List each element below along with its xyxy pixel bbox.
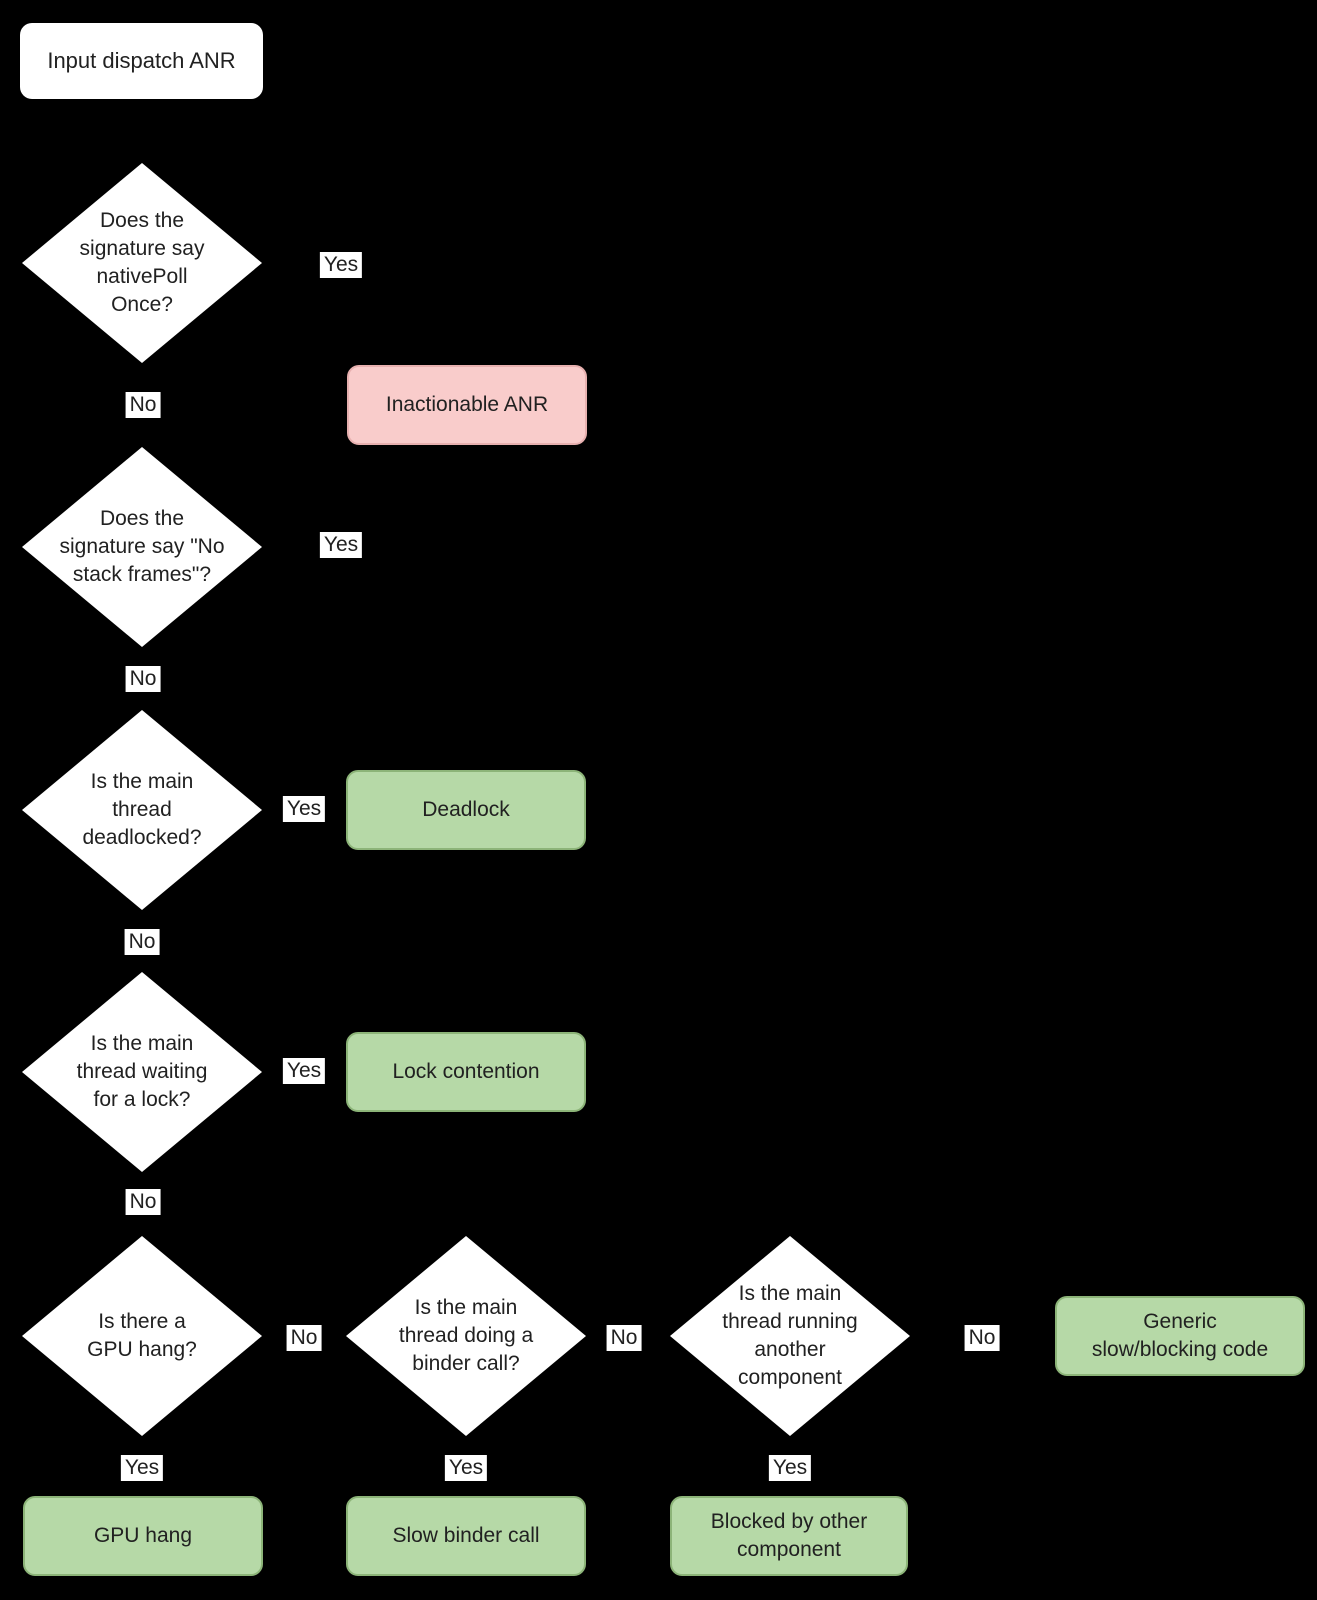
start-node-input-dispatch-anr: Input dispatch ANR xyxy=(20,23,263,99)
edge-label-no-no-stack-frames: No xyxy=(125,666,161,692)
outcome-deadlock: Deadlock xyxy=(346,770,586,850)
decision-gpu-hang: Is there a GPU hang? xyxy=(22,1236,262,1436)
outcome-lock-contention: Lock contention xyxy=(346,1032,586,1112)
decision-running-another-component: Is the main thread running another compo… xyxy=(670,1236,910,1436)
edge-label-no-native-poll: No xyxy=(125,392,161,418)
outcome-label: Generic slow/blocking code xyxy=(1091,1310,1269,1361)
decision-label: Is the main thread doing a binder call? xyxy=(398,1296,534,1375)
outcome-generic-slow-blocking-code: Generic slow/blocking code xyxy=(1055,1296,1305,1376)
decision-label: Is the main thread deadlocked? xyxy=(82,770,202,849)
edge-label-no-other-component: No xyxy=(964,1325,1000,1351)
decision-label: Is the main thread waiting for a lock? xyxy=(76,1032,208,1111)
outcome-label: Blocked by other component xyxy=(710,1510,868,1561)
decision-main-thread-deadlocked: Is the main thread deadlocked? xyxy=(22,710,262,910)
edge-label-yes-no-stack-frames: Yes xyxy=(319,532,363,558)
outcome-label: Lock contention xyxy=(392,1060,540,1083)
outcome-label: GPU hang xyxy=(93,1524,193,1547)
edge-label-yes-other-component: Yes xyxy=(768,1455,812,1481)
decision-native-poll-once: Does the signature say nativePoll Once? xyxy=(22,163,262,363)
outcome-label: Deadlock xyxy=(422,798,510,821)
decision-binder-call: Is the main thread doing a binder call? xyxy=(346,1236,586,1436)
decision-no-stack-frames: Does the signature say "No stack frames"… xyxy=(22,447,262,647)
edge-label-no-gpu-hang: No xyxy=(286,1325,322,1351)
edge-label-yes-gpu-hang: Yes xyxy=(120,1455,164,1481)
edge-label-no-waiting-lock: No xyxy=(125,1189,161,1215)
edge-label-yes-native-poll: Yes xyxy=(319,252,363,278)
edge-label-yes-waiting-lock: Yes xyxy=(282,1058,326,1084)
decision-label: Is there a GPU hang? xyxy=(87,1310,197,1361)
decision-label: Is the main thread running another compo… xyxy=(722,1282,858,1389)
outcome-label: Slow binder call xyxy=(392,1524,540,1547)
outcome-slow-binder-call: Slow binder call xyxy=(346,1496,586,1576)
outcome-blocked-by-other-component: Blocked by other component xyxy=(670,1496,908,1576)
edge-label-no-binder-call: No xyxy=(606,1325,642,1351)
outcome-label: Inactionable ANR xyxy=(385,393,549,416)
edge-label-yes-deadlocked: Yes xyxy=(282,796,326,822)
outcome-gpu-hang: GPU hang xyxy=(23,1496,263,1576)
start-node-label: Input dispatch ANR xyxy=(47,48,236,73)
decision-main-thread-waiting-lock: Is the main thread waiting for a lock? xyxy=(22,972,262,1172)
outcome-inactionable-anr: Inactionable ANR xyxy=(347,365,587,445)
edge-label-yes-binder-call: Yes xyxy=(444,1455,488,1481)
decision-label: Does the signature say "No stack frames"… xyxy=(59,507,225,586)
decision-label: Does the signature say nativePoll Once? xyxy=(79,209,205,316)
edge-label-no-deadlocked: No xyxy=(124,929,160,955)
